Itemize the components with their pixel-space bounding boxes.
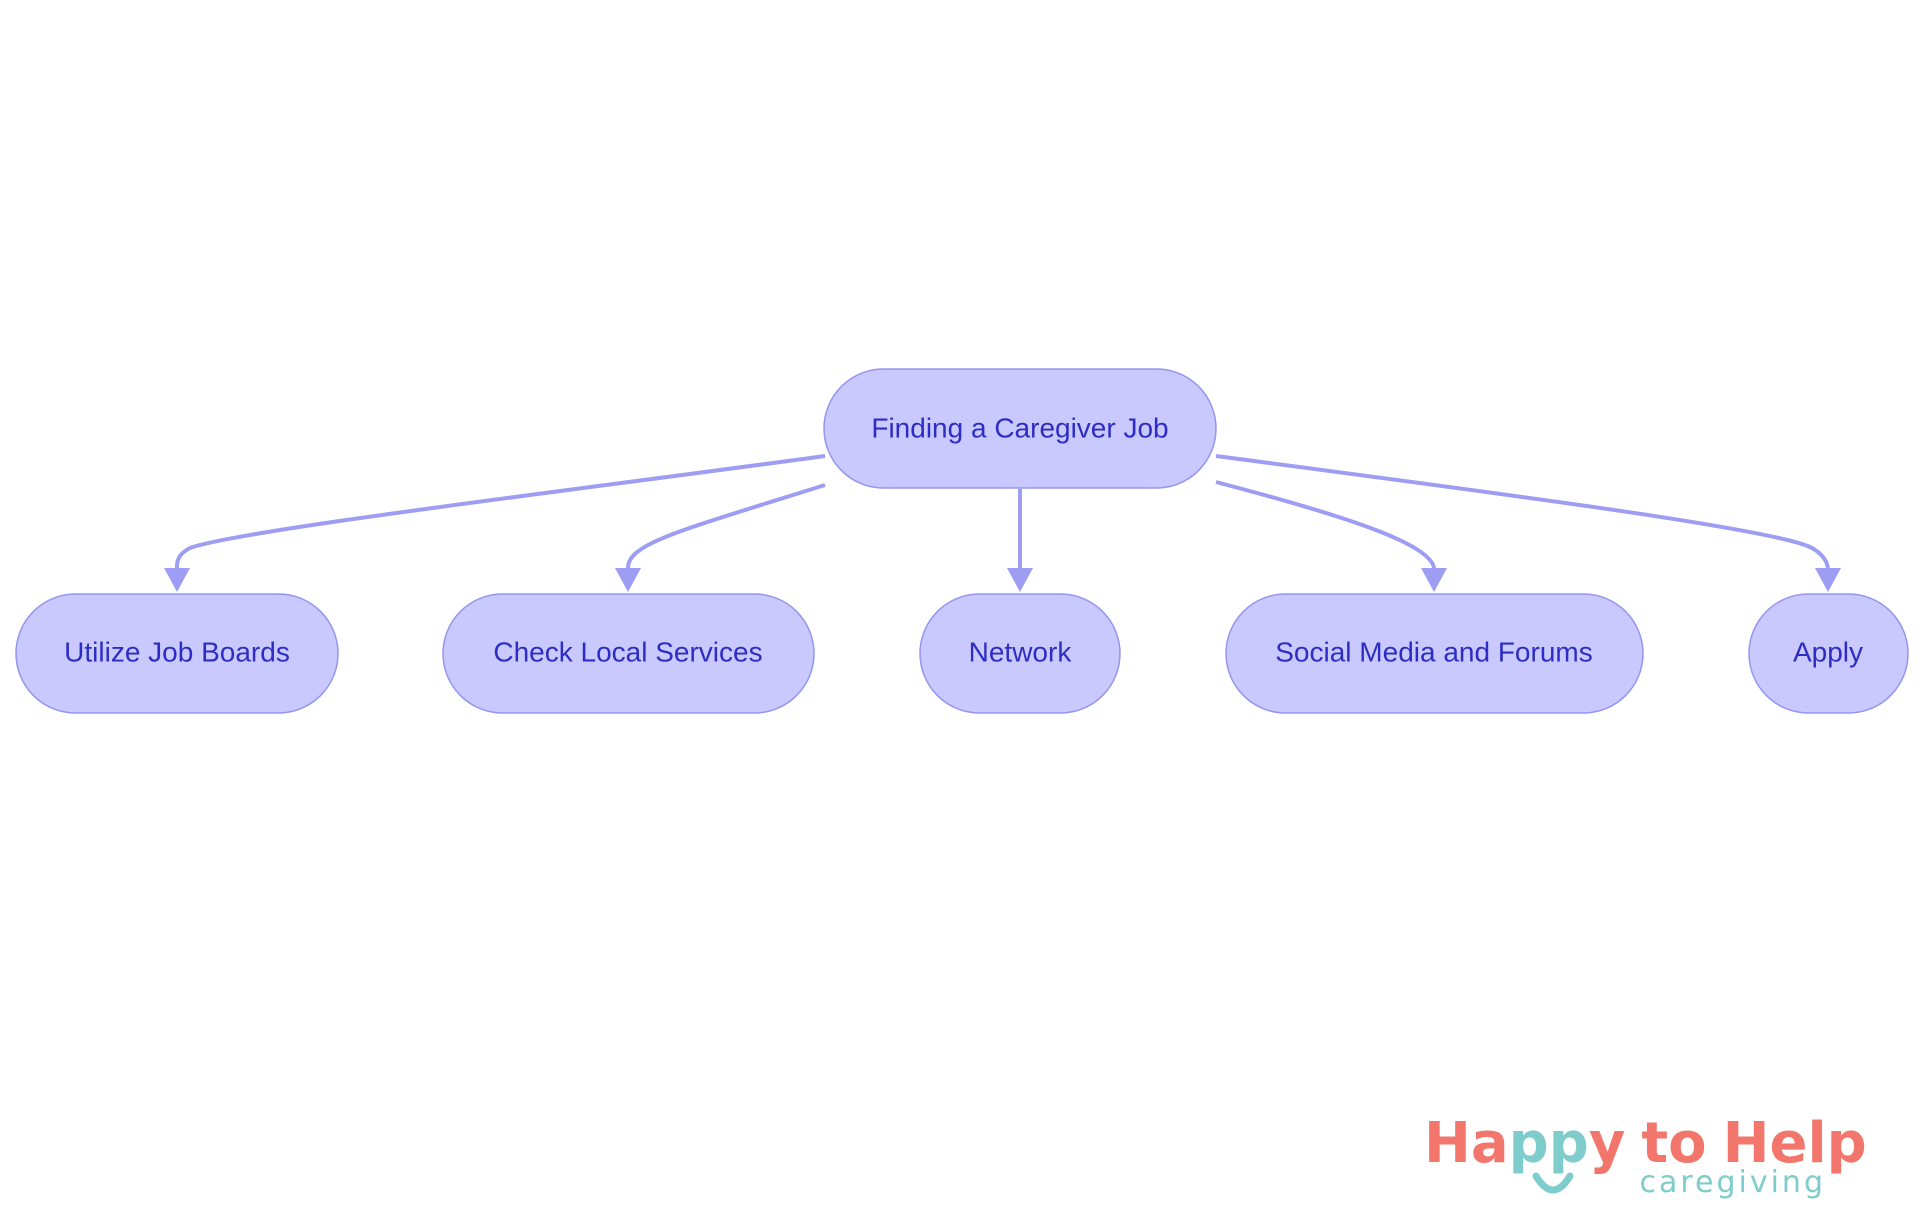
logo-word-help: Help bbox=[1723, 1111, 1867, 1176]
logo-happy-tail: y bbox=[1589, 1111, 1626, 1176]
node-check-local-services-shape bbox=[442, 593, 815, 714]
node-utilize-job-boards-label: Utilize Job Boards bbox=[64, 637, 290, 668]
logo-smile-icon bbox=[1532, 1172, 1574, 1194]
arrowhead-social-media bbox=[1421, 568, 1447, 592]
node-network-shape bbox=[919, 593, 1121, 714]
logo-tagline: caregiving bbox=[1639, 1165, 1826, 1200]
edges bbox=[164, 454, 1841, 592]
edge-root-to-apply bbox=[1215, 454, 1830, 569]
node-utilize-job-boards: Utilize Job Boards bbox=[15, 593, 339, 714]
node-social-media-and-forums-label: Social Media and Forums bbox=[1275, 637, 1592, 668]
node-root-label: Finding a Caregiver Job bbox=[871, 413, 1168, 444]
edge-root-to-utilize-job-boards bbox=[174, 454, 826, 569]
arrowhead-apply bbox=[1815, 568, 1841, 592]
arrowhead-utilize-job-boards bbox=[164, 568, 190, 592]
edge-root-to-check-local-services bbox=[626, 483, 826, 569]
node-social-media-and-forums-shape bbox=[1225, 593, 1644, 714]
logo-happy-head: Ha bbox=[1424, 1111, 1509, 1176]
node-network-label: Network bbox=[969, 637, 1073, 668]
node-network: Network bbox=[919, 593, 1121, 714]
node-apply: Apply bbox=[1748, 593, 1909, 714]
node-check-local-services-label: Check Local Services bbox=[493, 637, 762, 668]
node-check-local-services: Check Local Services bbox=[442, 593, 815, 714]
arrowhead-check-local-services bbox=[615, 568, 641, 592]
edge-root-to-social-media bbox=[1215, 480, 1436, 569]
node-social-media-and-forums: Social Media and Forums bbox=[1225, 593, 1644, 714]
node-root-shape bbox=[823, 368, 1217, 489]
logo-happy-pp: pp bbox=[1509, 1111, 1589, 1176]
node-utilize-job-boards-shape bbox=[15, 593, 339, 714]
logo-word-to: to bbox=[1641, 1111, 1706, 1176]
arrowhead-network bbox=[1007, 568, 1033, 592]
node-apply-label: Apply bbox=[1793, 637, 1863, 668]
node-apply-shape bbox=[1748, 593, 1909, 714]
node-root: Finding a Caregiver Job bbox=[823, 368, 1217, 489]
